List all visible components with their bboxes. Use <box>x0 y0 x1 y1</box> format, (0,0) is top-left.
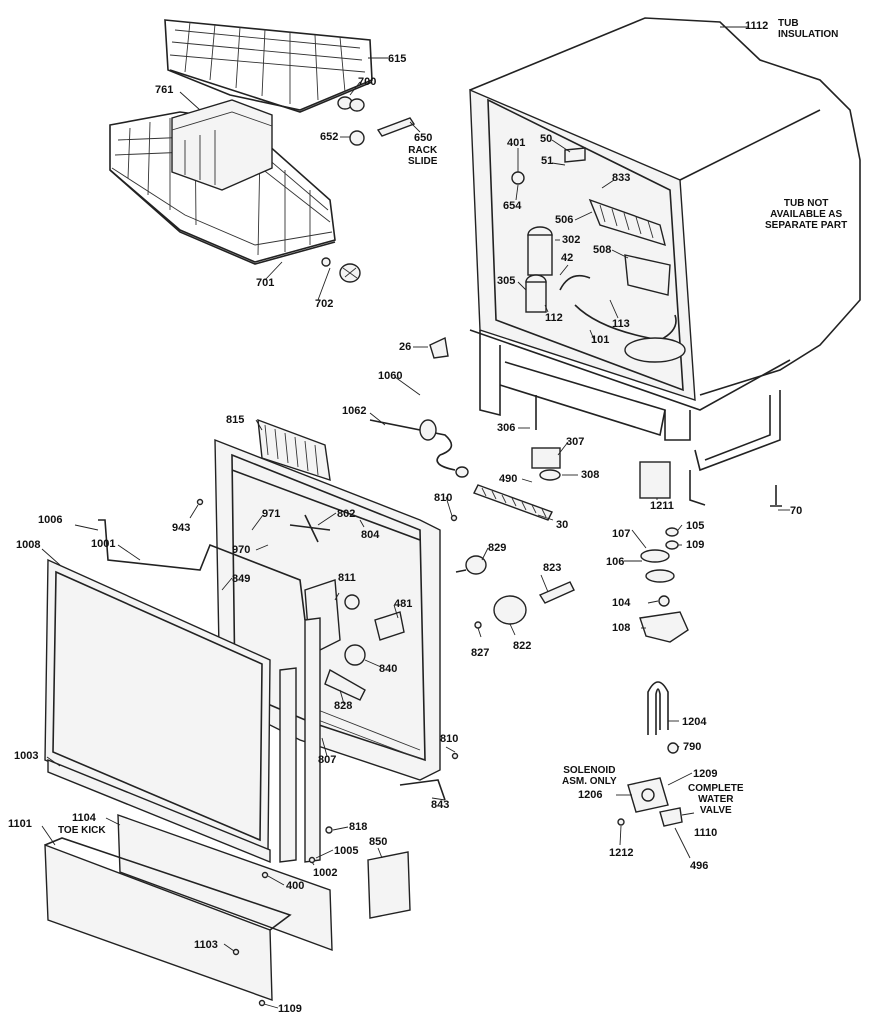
part-label-104: 104 <box>612 597 631 609</box>
part-label-650: 650 <box>414 132 433 144</box>
part-label-1060: 1060 <box>378 370 403 382</box>
part-label-1204: 1204 <box>682 716 707 728</box>
part-label-1112: 1112 <box>745 20 769 32</box>
part-label-802: 802 <box>337 508 356 520</box>
rack-small-parts <box>321 96 416 283</box>
part-label-822: 822 <box>513 640 532 652</box>
note-tub-not-available: TUB NOT AVAILABLE AS SEPARATE PART <box>765 198 848 231</box>
part-label-109: 109 <box>686 539 705 551</box>
part-label-42: 42 <box>561 252 574 264</box>
part-label-106: 106 <box>606 556 625 568</box>
part-label-1109: 1109 <box>278 1003 302 1015</box>
part-label-810-lower: 810 <box>440 733 459 745</box>
part-label-496: 496 <box>690 860 709 872</box>
part-label-827: 827 <box>471 647 490 659</box>
part-label-1209: 1209 <box>693 768 718 780</box>
part-label-113: 113 <box>612 318 630 330</box>
part-label-823: 823 <box>543 562 562 574</box>
part-label-615: 615 <box>388 53 407 65</box>
part-label-508: 508 <box>593 244 612 256</box>
part-label-108: 108 <box>612 622 631 634</box>
part-label-307: 307 <box>566 436 585 448</box>
part-label-305: 305 <box>497 275 516 287</box>
part-label-107: 107 <box>612 528 631 540</box>
part-label-308: 308 <box>581 469 600 481</box>
tub-assembly <box>429 17 861 506</box>
part-label-815: 815 <box>226 414 245 426</box>
part-label-700: 700 <box>358 76 377 88</box>
part-label-1003: 1003 <box>14 750 39 762</box>
outer-door <box>44 519 321 864</box>
part-label-105: 105 <box>686 520 705 532</box>
part-label-970: 970 <box>232 544 251 556</box>
part-label-1211: 1211 <box>650 500 674 512</box>
note-rack-slide: RACK SLIDE <box>408 145 438 167</box>
part-label-761: 761 <box>155 84 174 96</box>
part-label-101: 101 <box>591 334 610 346</box>
part-label-702: 702 <box>315 298 334 310</box>
note-solenoid-assembly: SOLENOID ASM. ONLY <box>562 765 617 787</box>
part-label-1005: 1005 <box>334 845 359 857</box>
part-label-302: 302 <box>562 234 581 246</box>
part-label-112: 112 <box>545 312 563 324</box>
part-label-828: 828 <box>334 700 353 712</box>
part-label-26: 26 <box>399 341 412 353</box>
part-label-833: 833 <box>612 172 631 184</box>
part-label-807: 807 <box>318 754 337 766</box>
part-label-506: 506 <box>555 214 574 226</box>
part-label-701: 701 <box>256 277 275 289</box>
part-label-490: 490 <box>499 473 518 485</box>
note-complete-water-valve: COMPLETE WATER VALVE <box>688 783 744 816</box>
part-label-840: 840 <box>379 663 398 675</box>
part-label-1212: 1212 <box>609 847 634 859</box>
part-label-1008: 1008 <box>16 539 41 551</box>
part-label-1002: 1002 <box>313 867 338 879</box>
part-label-818: 818 <box>349 821 368 833</box>
part-label-1062: 1062 <box>342 405 367 417</box>
part-label-1110: 1110 <box>694 827 718 839</box>
part-label-943: 943 <box>172 522 191 534</box>
toe-kick <box>44 813 333 1002</box>
part-label-1104: 1104 <box>72 812 96 824</box>
part-label-1006: 1006 <box>38 514 63 526</box>
part-label-654: 654 <box>503 200 522 212</box>
part-label-1001: 1001 <box>91 538 116 550</box>
part-label-804: 804 <box>361 529 380 541</box>
part-label-652: 652 <box>320 131 339 143</box>
part-label-50: 50 <box>540 133 553 145</box>
part-label-401: 401 <box>507 137 526 149</box>
tub-lower-parts <box>369 395 782 521</box>
part-label-1101: 1101 <box>8 818 32 830</box>
part-label-971: 971 <box>262 508 281 520</box>
part-label-849: 849 <box>232 573 251 585</box>
part-label-30: 30 <box>556 519 569 531</box>
upper-rack <box>164 19 373 113</box>
leader-lines <box>41 26 790 1009</box>
part-label-51: 51 <box>541 155 554 167</box>
part-label-790: 790 <box>683 741 702 753</box>
part-label-1206: 1206 <box>578 789 603 801</box>
water-valve-parts <box>617 681 683 827</box>
part-label-400: 400 <box>286 880 305 892</box>
part-label-481: 481 <box>394 598 413 610</box>
part-label-843: 843 <box>431 799 450 811</box>
note-toe-kick: TOE KICK <box>58 825 106 836</box>
note-tub-insulation: TUB INSULATION <box>778 18 839 40</box>
center-small-parts <box>455 527 689 643</box>
part-label-306: 306 <box>497 422 516 434</box>
part-label-1103: 1103 <box>194 939 218 951</box>
part-label-70: 70 <box>790 505 803 517</box>
part-label-829: 829 <box>488 542 507 554</box>
part-label-811: 811 <box>338 572 356 584</box>
lower-rack <box>109 99 336 265</box>
part-label-850: 850 <box>369 836 388 848</box>
lower-small-parts <box>196 498 459 1007</box>
part-label-810-upper: 810 <box>434 492 453 504</box>
